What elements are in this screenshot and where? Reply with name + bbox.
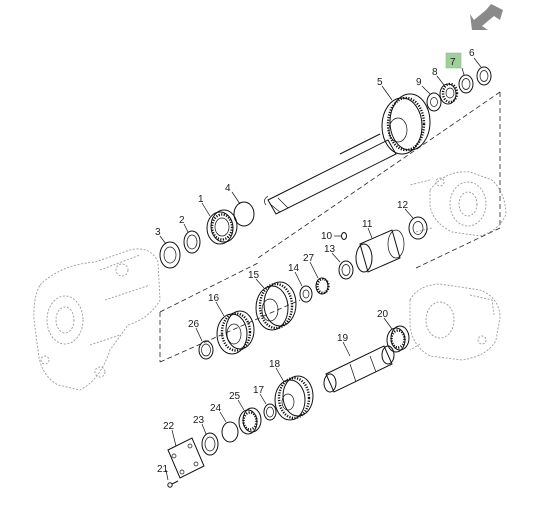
part-10-pin[interactable]: [341, 232, 347, 240]
label-part-7[interactable]: 7: [450, 57, 456, 68]
label-part-13[interactable]: 13: [324, 244, 336, 255]
label-part-6[interactable]: 6: [469, 48, 475, 59]
label-part-3[interactable]: 3: [155, 227, 161, 238]
part-15-gear[interactable]: [255, 281, 297, 331]
label-part-14[interactable]: 14: [288, 263, 300, 274]
part-8-needle-bearing[interactable]: [439, 82, 459, 105]
label-part-22[interactable]: 22: [163, 421, 175, 432]
part-13-ring[interactable]: [338, 260, 354, 280]
assembly-frame: [159, 91, 501, 363]
label-part-15[interactable]: 15: [248, 270, 260, 281]
label-part-21[interactable]: 21: [157, 464, 169, 475]
part-12-ring[interactable]: [408, 216, 428, 240]
label-part-23[interactable]: 23: [193, 415, 205, 426]
part-22-cover-plate[interactable]: [167, 437, 205, 479]
part-26-ring[interactable]: [198, 340, 214, 360]
label-part-11[interactable]: 11: [362, 219, 373, 230]
part-6-ring[interactable]: [476, 66, 492, 86]
part-23-ring[interactable]: [201, 432, 219, 456]
part-17-ring[interactable]: [263, 403, 277, 421]
label-part-5[interactable]: 5: [377, 77, 383, 88]
ghost-housing-right-top: [409, 171, 507, 237]
part-2-ring[interactable]: [183, 230, 201, 254]
part-5-main-shaft[interactable]: [264, 93, 431, 215]
part-24-snap-ring[interactable]: [221, 421, 239, 443]
label-part-2[interactable]: 2: [179, 215, 185, 226]
part-19-shaft[interactable]: [323, 345, 395, 393]
label-part-25[interactable]: 25: [229, 391, 241, 402]
part-7-ring[interactable]: [458, 74, 474, 94]
label-part-8[interactable]: 8: [432, 67, 438, 78]
label-part-20[interactable]: 20: [377, 309, 389, 320]
label-part-9[interactable]: 9: [416, 77, 422, 88]
label-part-24[interactable]: 24: [210, 403, 222, 414]
part-3-washer[interactable]: [159, 241, 181, 269]
part-18-gear[interactable]: [274, 375, 314, 421]
label-part-16[interactable]: 16: [208, 293, 220, 304]
part-11-sleeve[interactable]: [355, 229, 405, 273]
part-16-gear[interactable]: [216, 310, 255, 355]
part-20-bearing[interactable]: [386, 325, 410, 353]
part-14-washer[interactable]: [299, 285, 313, 303]
part-4-snap-ring[interactable]: [233, 201, 255, 227]
part-21-screw[interactable]: [167, 480, 179, 488]
leader-lines: [159, 57, 482, 481]
label-part-19[interactable]: 19: [337, 333, 349, 344]
label-part-26[interactable]: 26: [188, 319, 200, 330]
part-labels: 1 2 3 4 5 6 7 8 9 10 11 12 13 14 15 16 1…: [155, 48, 475, 475]
part-25-bearing[interactable]: [238, 407, 262, 435]
label-part-1[interactable]: 1: [198, 194, 204, 205]
label-part-18[interactable]: 18: [269, 359, 281, 370]
label-part-12[interactable]: 12: [397, 200, 409, 211]
ghost-housing-left: [33, 248, 161, 391]
arrow-down-left-icon[interactable]: [470, 4, 503, 30]
part-1-bearing[interactable]: [206, 209, 238, 245]
ghost-housing-right-mid: [409, 283, 501, 361]
highlight-box-part-7: [445, 52, 462, 69]
label-part-17[interactable]: 17: [253, 385, 265, 396]
label-part-10[interactable]: 10: [321, 231, 333, 242]
label-part-4[interactable]: 4: [225, 183, 231, 194]
part-9-washer[interactable]: [426, 92, 442, 112]
part-27-needle-bearing[interactable]: [315, 277, 330, 295]
label-part-27[interactable]: 27: [303, 253, 315, 264]
